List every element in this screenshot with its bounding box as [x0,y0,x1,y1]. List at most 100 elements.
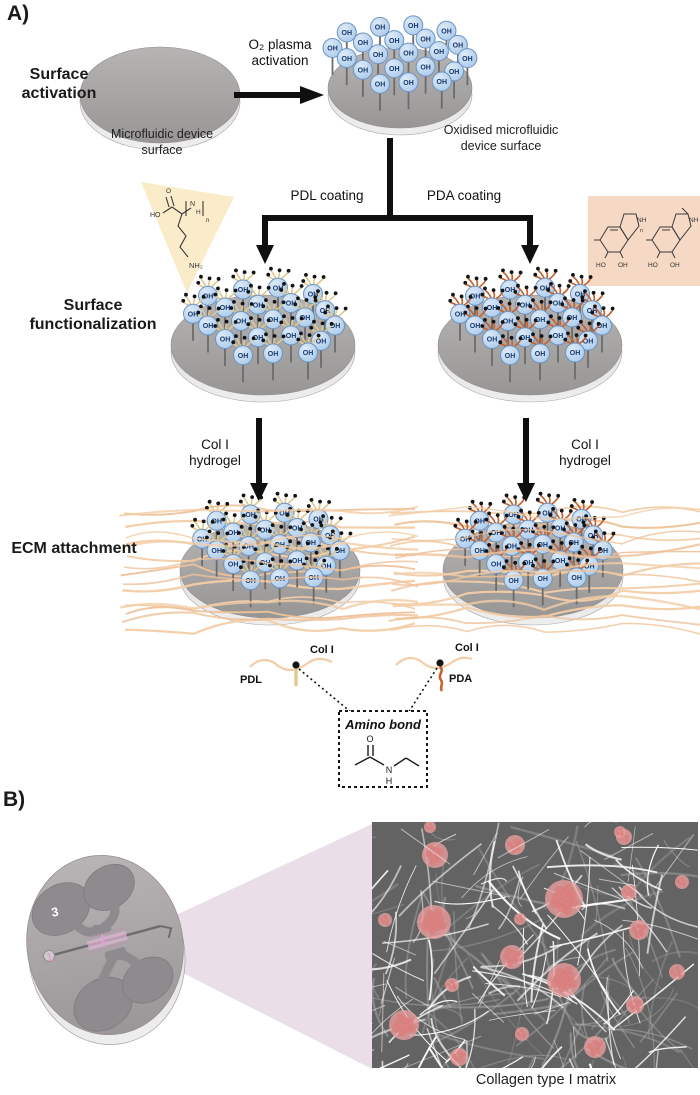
svg-text:OH: OH [375,25,386,32]
pda-subn-label: n [640,228,643,234]
panel-a-label: A) [7,2,30,25]
svg-text:OH: OH [508,512,519,519]
device-channel-2-label: 2 [99,934,107,947]
svg-text:OH: OH [220,305,231,312]
pdl-coating-label: PDL coating [290,188,364,203]
svg-text:OH: OH [408,23,419,30]
svg-text:OH: OH [576,517,587,524]
amino-bond-title: Amino bond [344,717,422,732]
svg-text:OH: OH [253,303,264,310]
svg-text:OH: OH [508,578,519,585]
svg-text:OH: OH [268,317,279,324]
collagen-fibers-right-front [388,506,700,626]
svg-text:OH: OH [540,285,551,292]
svg-text:OH: OH [487,305,498,312]
bond-inset-col1-right-label: Col I [455,642,479,654]
svg-text:OH: OH [253,335,264,342]
svg-text:OH: OH [462,56,473,63]
device1-caption: Microfluidic device surface [110,127,214,157]
svg-text:OH: OH [236,319,247,326]
svg-text:OH: OH [316,339,327,346]
svg-text:OH: OH [358,40,369,47]
zoom-beam [120,824,372,1069]
svg-text:OH: OH [238,287,249,294]
svg-text:OH: OH [342,56,353,63]
svg-text:OH: OH [305,540,316,547]
pdl-nh2-label: NH₂ [189,261,203,270]
svg-text:OH: OH [470,294,481,301]
pda-structure-callout: NH HO OH NH HO OH n [588,196,700,286]
surface-activation-row-label: Surface activation [21,66,97,102]
svg-text:OH: OH [188,312,199,319]
svg-text:OH: OH [583,339,594,346]
svg-text:OH: OH [567,315,578,322]
svg-text:OH: OH [279,510,290,517]
svg-text:OH: OH [434,49,445,56]
svg-text:OH: OH [505,353,516,360]
svg-text:OH: OH [245,578,256,585]
svg-text:OH: OH [211,548,222,555]
svg-text:OH: OH [203,323,214,330]
device-chamber-3-label: 3 [50,905,59,920]
svg-text:OH: OH [273,285,284,292]
svg-text:OH: OH [553,333,564,340]
svg-text:OH: OH [220,337,231,344]
svg-text:OH: OH [537,542,548,549]
svg-text:OH: OH [503,319,514,326]
svg-text:OH: OH [555,558,566,565]
plain-device-disc [79,46,241,151]
svg-text:OH: OH [358,68,369,75]
svg-text:OH: OH [342,30,353,37]
svg-text:OH: OH [243,544,254,551]
oxidised-caption: Oxidised microfluidic device surface [443,123,559,153]
bond-inset-pda-label: PDA [449,673,472,685]
svg-text:OH: OH [505,287,516,294]
svg-text:OH: OH [474,548,485,555]
svg-text:OH: OH [523,528,534,535]
svg-text:OH: OH [389,66,400,73]
col1-hydrogel-left-label: Col I hydrogel [189,437,241,469]
pdl-ho-label: HO [150,212,161,219]
pdl-o-label: O [166,188,171,195]
svg-text:OH: OH [491,562,502,569]
pdl-h-label: H [196,209,201,216]
svg-text:OH: OH [449,69,460,76]
svg-text:OH: OH [506,544,517,551]
pdl-structure-callout: HO O N H n NH₂ [141,182,234,293]
svg-text:OH: OH [286,333,297,340]
pda-oh-label-1: OH [618,262,628,269]
svg-text:OH: OH [292,526,303,533]
svg-text:OH: OH [570,350,581,357]
svg-text:OH: OH [597,323,608,330]
svg-text:OH: OH [228,530,239,537]
sem-image-collagen-matrix [372,822,698,1068]
svg-text:OH: OH [520,303,531,310]
svg-text:OH: OH [553,301,564,308]
ecm-attachment-row-label: ECM attachment [11,540,137,557]
svg-text:OH: OH [327,46,338,53]
pda-ho-label-1: HO [596,262,606,269]
svg-text:OH: OH [260,528,271,535]
svg-text:OH: OH [373,52,384,59]
svg-text:OH: OH [520,335,531,342]
col1-hydrogel-right-label: Col I hydrogel [559,437,611,469]
pda-ho-label-2: HO [648,262,658,269]
pda-nh-label-1: NH [637,217,647,224]
pdl-subn-label: n [206,218,209,224]
svg-text:OH: OH [535,351,546,358]
svg-text:OH: OH [313,517,324,524]
svg-text:OH: OH [330,323,341,330]
microfluidic-device-3d: 3 1 2 [26,854,186,1045]
svg-text:OH: OH [303,350,314,357]
svg-text:OH: OH [403,50,414,57]
svg-text:OH: OH [537,576,548,583]
bond-inset-pdl-label: PDL [240,674,262,686]
svg-text:OH: OH [487,337,498,344]
svg-text:OH: OH [228,562,239,569]
pda-oh-label-2: OH [670,262,680,269]
panel-b-label: B) [3,788,26,811]
